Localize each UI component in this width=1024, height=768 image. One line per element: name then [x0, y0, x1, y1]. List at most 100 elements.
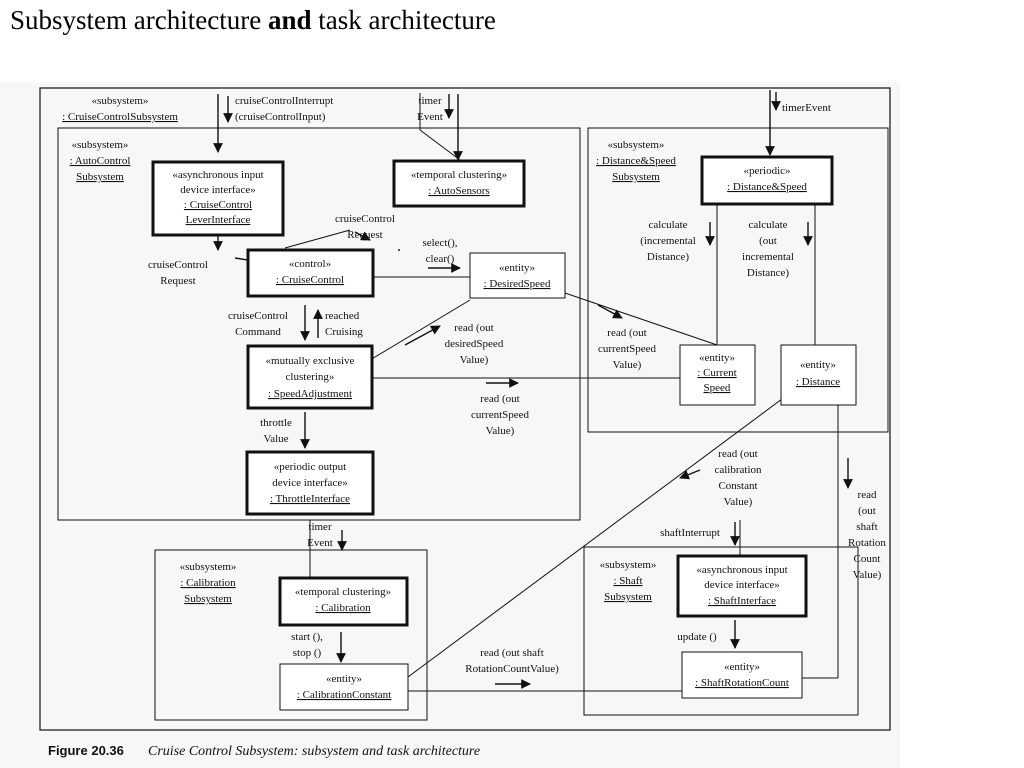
cccmd-label-1: cruiseControl: [228, 310, 288, 322]
distsub-stereotype: «subsystem»: [608, 139, 665, 151]
shaft-subsystem-box: [583, 546, 859, 716]
read-shaft-right-label-3: shaft: [856, 521, 877, 533]
title-text-1: Subsystem architecture: [10, 5, 268, 35]
desired-line-1: «entity»: [499, 262, 535, 274]
lever-interface-task: «asynchronous input device interface» : …: [151, 160, 285, 237]
calc1-label-2: (incremental: [640, 235, 696, 247]
lever-line-3: : CruiseControl: [184, 199, 252, 211]
calc1-label-1: calculate: [648, 219, 687, 231]
speedadj-line-2: clustering»: [286, 371, 335, 383]
read-calib-label-4: Value): [724, 496, 753, 508]
shaft-interface-task: «asynchronous input device interface» : …: [676, 554, 808, 618]
startstop-label-2: stop (): [293, 647, 322, 659]
caption-text: Cruise Control Subsystem: subsystem and …: [148, 744, 480, 759]
message-labels: cruiseControlInterrupt (cruiseControlInp…: [148, 95, 886, 675]
outer-stereotype: «subsystem»: [92, 95, 149, 107]
select-label-1: select(),: [422, 237, 457, 249]
read-cur1-label-2: currentSpeed: [598, 343, 657, 355]
read-cur2-label-1: read (out: [480, 393, 519, 405]
reached-label-2: Cruising: [325, 326, 363, 338]
read-shaft-right-label-6: Value): [853, 569, 882, 581]
read-calib-label-1: read (out: [718, 448, 757, 460]
ccreq-left-label-2: Request: [160, 275, 195, 287]
cruise-control-task: «control» : CruiseControl: [246, 248, 375, 298]
reached-label-1: reached: [325, 310, 360, 322]
shaftsub-name-2: Subsystem: [604, 591, 652, 603]
read-desired-label-3: Value): [460, 354, 489, 366]
speed-adjustment-task: «mutually exclusive clustering» : SpeedA…: [246, 344, 374, 410]
control-line-1: «control»: [289, 258, 331, 270]
calc2-label-1: calculate: [748, 219, 787, 231]
read-cur1-label-1: read (out: [607, 327, 646, 339]
outer-subsystem-box: [39, 87, 891, 731]
calsub-stereotype: «subsystem»: [180, 561, 237, 573]
auto-name-1: : AutoControl: [70, 155, 131, 167]
ccreq-top-label-2: Request: [347, 229, 382, 241]
update-label: update (): [677, 631, 717, 643]
read-shaft-right-label-5: Count: [854, 553, 881, 565]
read-shaft-right-label-1: read: [858, 489, 877, 501]
cccmd-label-2: Command: [235, 326, 281, 338]
select-label-2: clear(): [426, 253, 455, 265]
curspeed-line-2: : Current: [697, 367, 736, 379]
calibration-constant-entity: «entity» : CalibrationConstant: [279, 663, 409, 711]
desired-speed-entity: «entity» : DesiredSpeed: [469, 252, 566, 299]
shaftif-line-1: «asynchronous input: [696, 564, 787, 576]
read-calib-label-2: calibration: [714, 464, 762, 476]
curspeed-line-3: Speed: [704, 382, 731, 394]
sensors-line-2: : AutoSensors: [428, 185, 489, 197]
shaftif-line-3: : ShaftInterface: [708, 595, 776, 607]
sensors-line-1: «temporal clustering»: [411, 169, 507, 181]
auto-control-subsystem-box: [57, 127, 581, 521]
timer-top-label-1: timer: [418, 95, 442, 107]
distance-speed-task: «periodic» : Distance&Speed: [700, 155, 834, 206]
speedadj-line-1: «mutually exclusive: [266, 355, 355, 367]
speedadj-line-3: : SpeedAdjustment: [268, 388, 352, 400]
cci-label-1: cruiseControlInterrupt: [235, 95, 333, 107]
shaftcount-line-2: : ShaftRotationCount: [695, 677, 789, 689]
read-shaft-right-label-4: Rotation: [848, 537, 886, 549]
startstop-label-1: start (),: [291, 631, 323, 643]
distance-line-2: : Distance: [796, 376, 840, 388]
caption-label: Figure 20.36: [48, 743, 124, 758]
read-cur2-label-2: currentSpeed: [471, 409, 530, 421]
auto-name-2: Subsystem: [76, 171, 124, 183]
control-line-2: : CruiseControl: [276, 274, 344, 286]
read-calib-label-3: Constant: [718, 480, 757, 492]
distance-line-1: «entity»: [800, 359, 836, 371]
calc2-label-2: (out: [759, 235, 777, 247]
flow-arrows: [213, 90, 853, 689]
timer-top-label-2: Event: [417, 111, 443, 123]
title-bold-text: and: [267, 5, 312, 35]
cci-label-2: (cruiseControlInput): [235, 111, 326, 123]
read-cur1-label-3: Value): [613, 359, 642, 371]
lever-line-2: device interface»: [180, 184, 255, 196]
calc1-label-3: Distance): [647, 251, 689, 263]
auto-sensors-task: «temporal clustering» : AutoSensors: [392, 159, 526, 208]
ccreq-top-label-1: cruiseControl: [335, 213, 395, 225]
curspeed-line-1: «entity»: [699, 352, 735, 364]
shaftsub-stereotype: «subsystem»: [600, 559, 657, 571]
throttle-value-label-1: throttle: [260, 417, 292, 429]
auto-stereotype: «subsystem»: [72, 139, 129, 151]
calc2-label-3: incremental: [742, 251, 794, 263]
throttle-line-2: device interface»: [272, 477, 347, 489]
current-speed-entity: «entity» : Current Speed: [679, 344, 756, 406]
calconst-line-1: «entity»: [326, 673, 362, 685]
read-cur2-label-3: Value): [486, 425, 515, 437]
read-shaft-bottom-label-2: RotationCountValue): [465, 663, 559, 675]
distspeed-line-1: «periodic»: [743, 165, 790, 177]
calsub-name-1: : Calibration: [180, 577, 236, 589]
calc2-label-4: Distance): [747, 267, 789, 279]
desired-line-2: : DesiredSpeed: [484, 278, 551, 290]
ccreq-left-label-1: cruiseControl: [148, 259, 208, 271]
read-shaft-right-label-2: (out: [858, 505, 876, 517]
read-shaft-bottom-label-1: read (out shaft: [480, 647, 544, 659]
distance-entity: «entity» : Distance: [780, 344, 857, 406]
distsub-name-1: : Distance&Speed: [596, 155, 676, 167]
throttle-value-label-2: Value: [263, 433, 288, 445]
calsub-name-2: Subsystem: [184, 593, 232, 605]
timer-cal-label-2: Event: [307, 537, 333, 549]
shaftsub-name-1: : Shaft: [613, 575, 642, 587]
timer-cal-label-1: timer: [308, 521, 332, 533]
